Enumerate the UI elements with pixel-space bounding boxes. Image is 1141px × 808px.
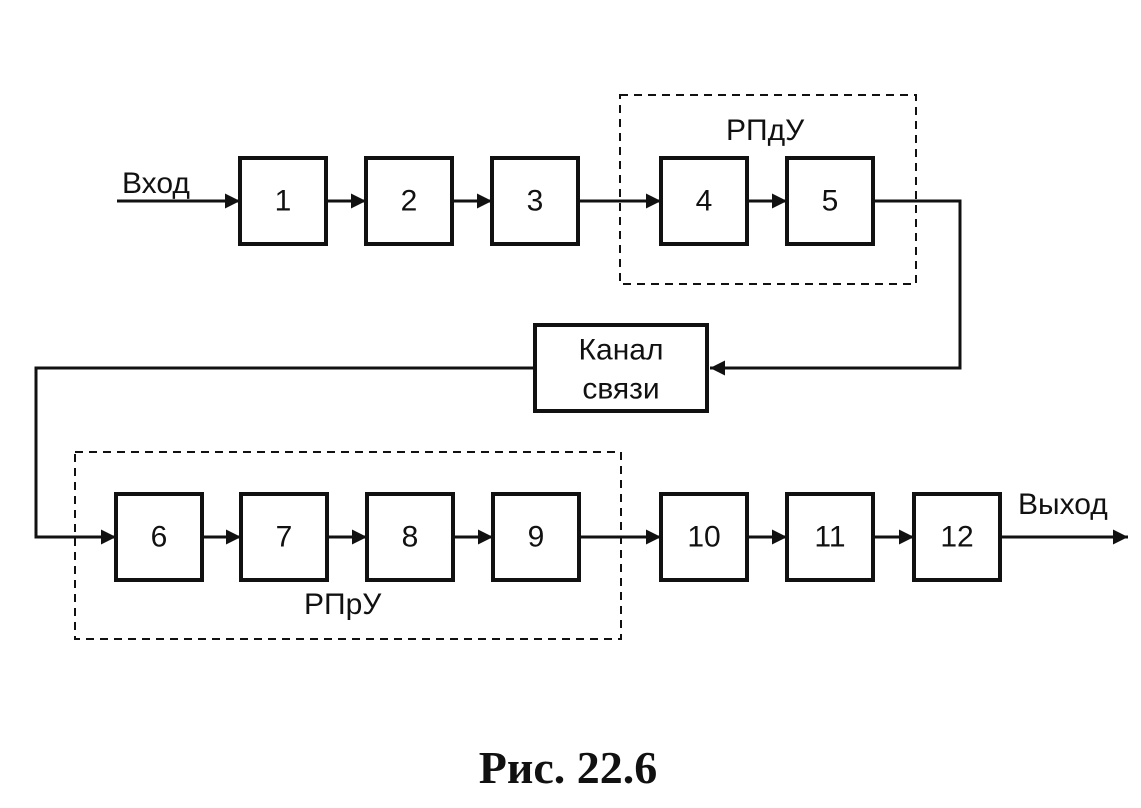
block-3-label: 3 — [527, 185, 544, 218]
block-5: 5 — [785, 156, 875, 246]
block-12: 12 — [912, 492, 1002, 582]
block-4: 4 — [659, 156, 749, 246]
block-8: 8 — [365, 492, 455, 582]
channel-label-line1: Канал — [579, 334, 664, 367]
figure-caption: Рис. 22.6 — [479, 742, 658, 793]
block-11: 11 — [785, 492, 875, 582]
block-7-label: 7 — [276, 521, 293, 554]
block-6-label: 6 — [151, 521, 168, 554]
block-11-label: 11 — [814, 521, 845, 554]
channel-label-line2: связи — [582, 373, 659, 406]
block-9-label: 9 — [528, 521, 545, 554]
block-4-label: 4 — [696, 185, 713, 218]
receiver-group-frame — [74, 451, 622, 640]
block-1-label: 1 — [275, 185, 292, 218]
block-12-label: 12 — [940, 521, 973, 554]
arrow-5-channel — [710, 199, 962, 376]
block-2-label: 2 — [401, 185, 418, 218]
block-10-label: 10 — [687, 521, 720, 554]
arrow-channel-6 — [34, 366, 535, 545]
block-1: 1 — [238, 156, 328, 246]
block-9: 9 — [491, 492, 581, 582]
block-3: 3 — [490, 156, 580, 246]
block-7: 7 — [239, 492, 329, 582]
block-5-label: 5 — [822, 185, 839, 218]
transmitter-label: РПдУ — [726, 114, 805, 147]
block-6: 6 — [114, 492, 204, 582]
output-label: Выход — [1018, 488, 1108, 521]
transmitter-group-frame — [619, 94, 917, 285]
input-label: Вход — [122, 167, 190, 200]
receiver-label: РПрУ — [304, 588, 382, 621]
block-10: 10 — [659, 492, 749, 582]
channel-block: Канал связи — [533, 323, 709, 413]
block-8-label: 8 — [402, 521, 419, 554]
block-2: 2 — [364, 156, 454, 246]
